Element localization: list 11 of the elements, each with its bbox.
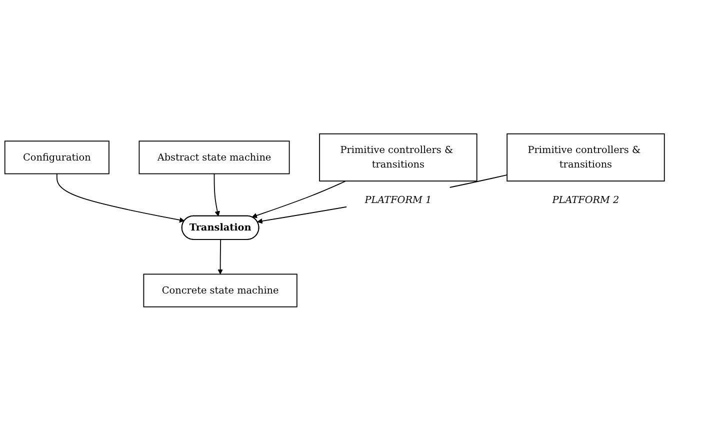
node-box: Primitive controllers & transitions <box>506 133 665 182</box>
node-box: Configuration <box>4 140 110 174</box>
arrow <box>218 238 223 274</box>
node-label: PLATFORM 2 <box>552 193 620 205</box>
node-label: PLATFORM 1 <box>364 193 432 205</box>
arrow <box>56 172 185 222</box>
node-box: Abstract state machine <box>138 140 290 174</box>
node-box: Concrete state machine <box>143 273 298 307</box>
arrow <box>214 172 220 216</box>
arrow <box>252 180 346 218</box>
node-box: Primitive controllers & transitions <box>319 133 478 182</box>
